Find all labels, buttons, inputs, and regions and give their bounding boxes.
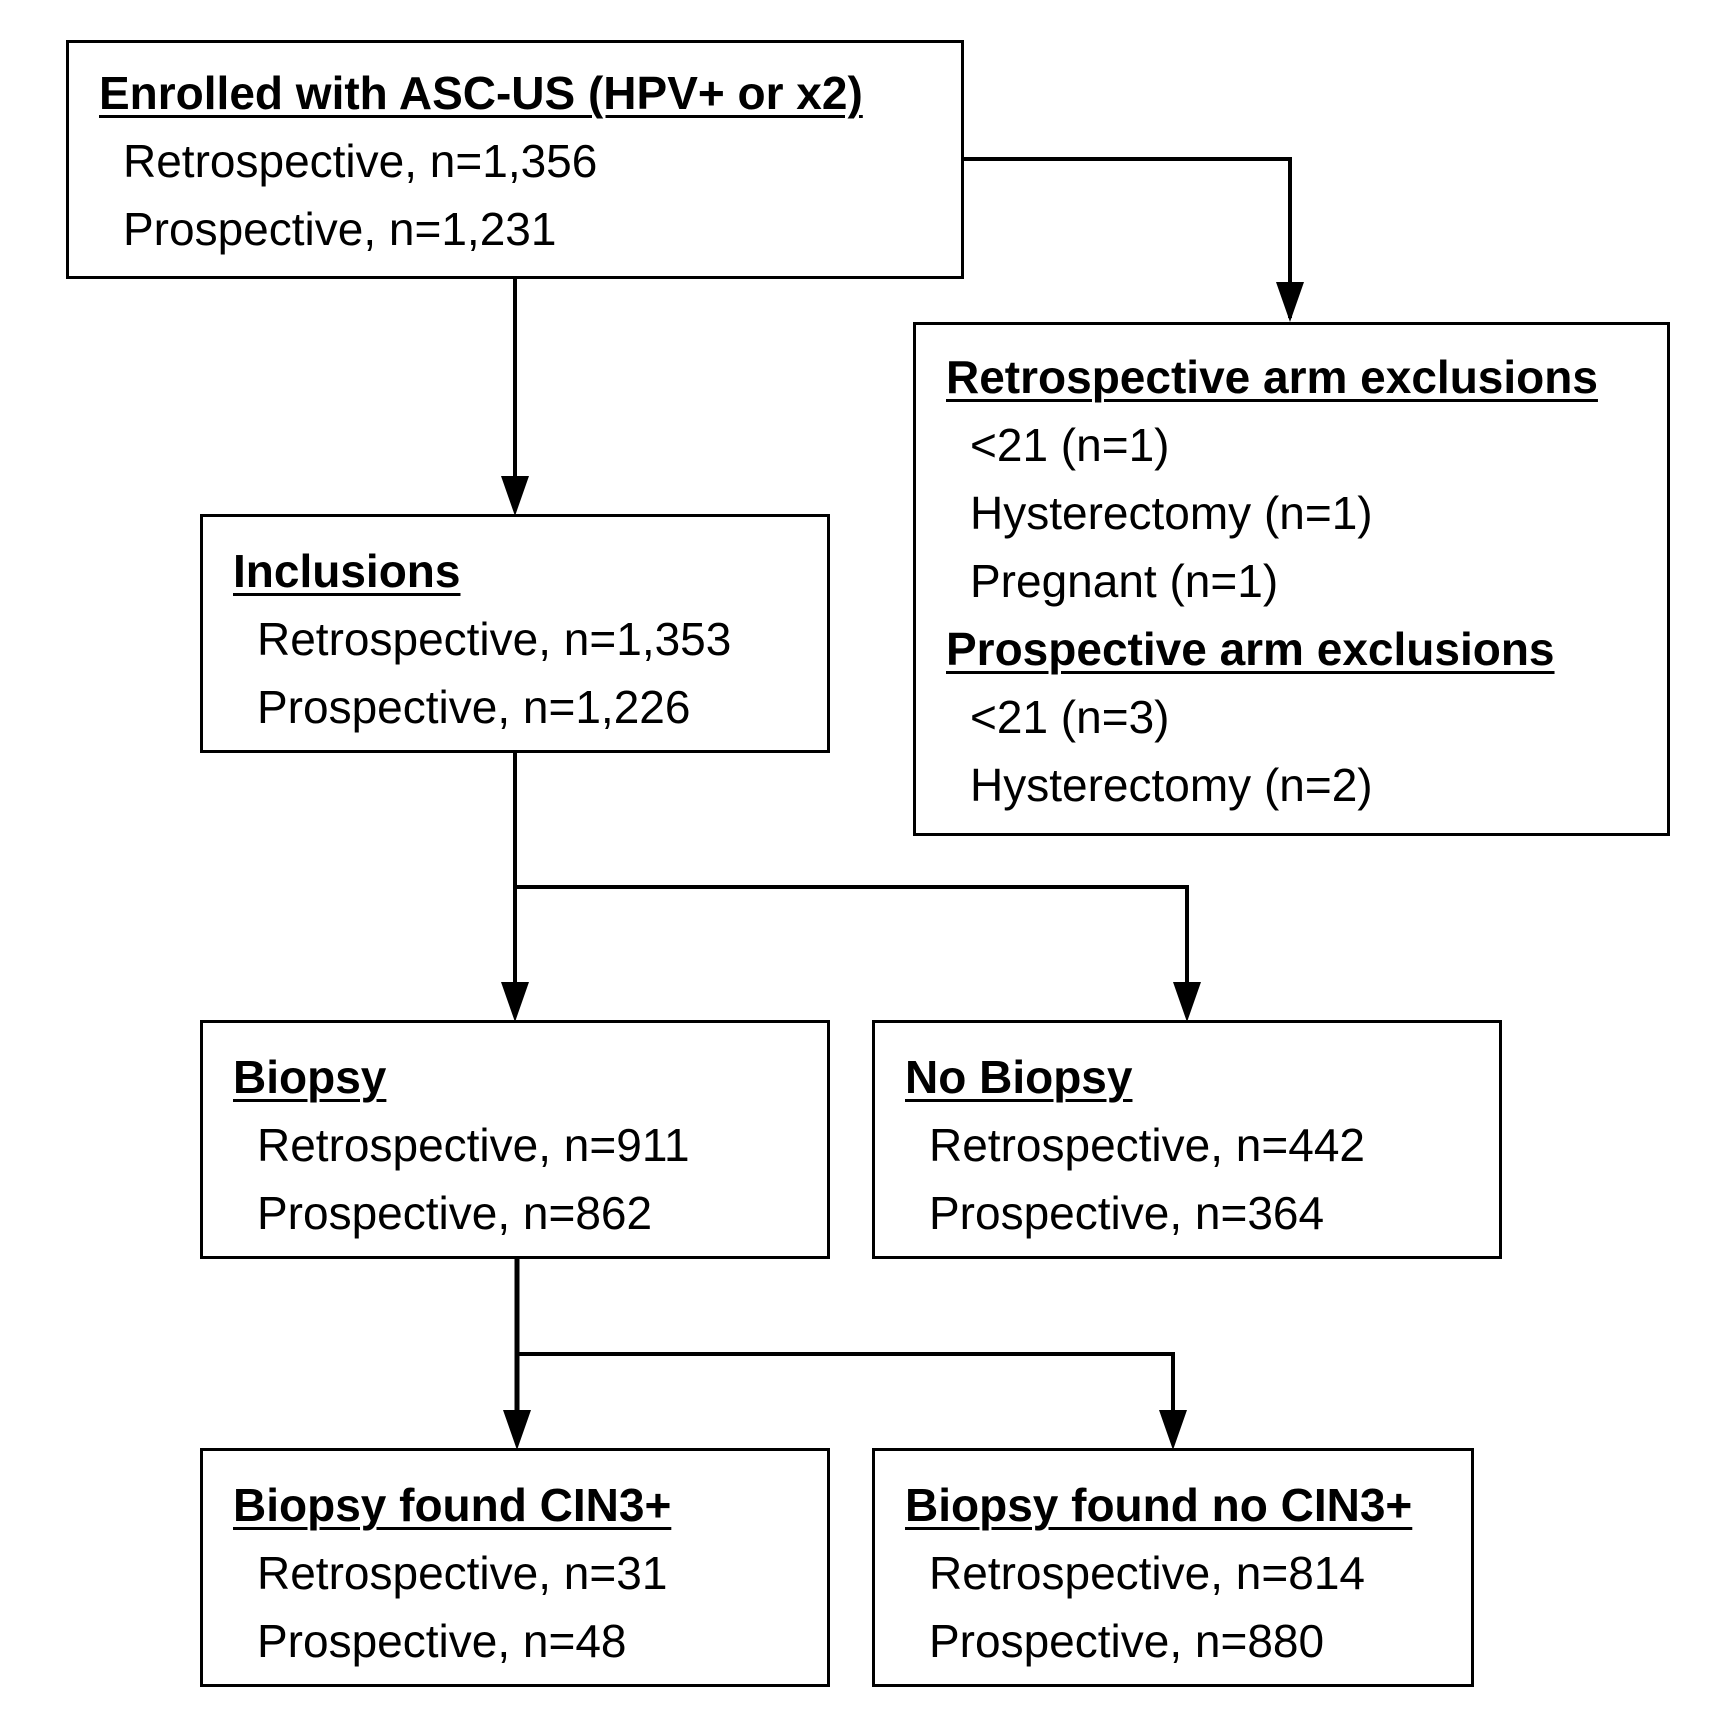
connector-to-cin3-not-found: [517, 1352, 1175, 1418]
cin3-found-box: Biopsy found CIN3+ Retrospective, n=31 P…: [200, 1448, 830, 1687]
enrolled-prospective: Prospective, n=1,231: [123, 203, 557, 255]
biopsy-title: Biopsy: [233, 1051, 387, 1103]
inclusions-prospective: Prospective, n=1,226: [257, 681, 691, 733]
arrowhead-cin3-not-found: [1159, 1410, 1187, 1450]
biopsy-prospective: Prospective, n=862: [257, 1187, 653, 1239]
exclusions-box: Retrospective arm exclusions <21 (n=1) H…: [913, 322, 1670, 836]
inclusions-box: Inclusions Retrospective, n=1,353 Prospe…: [200, 514, 830, 753]
connector-to-no-biopsy: [515, 885, 1189, 990]
inclusions-title: Inclusions: [233, 545, 461, 597]
arrowhead-exclusions: [1276, 282, 1304, 322]
enrolled-box: Enrolled with ASC-US (HPV+ or x2) Retros…: [66, 40, 964, 279]
cin3-not-found-box: Biopsy found no CIN3+ Retrospective, n=8…: [872, 1448, 1474, 1687]
pro-exclusion-under-21: <21 (n=3): [970, 691, 1170, 743]
retro-exclusion-hysterectomy: Hysterectomy (n=1): [970, 487, 1373, 539]
prospective-exclusions-title: Prospective arm exclusions: [946, 623, 1555, 675]
no-biopsy-prospective: Prospective, n=364: [929, 1187, 1325, 1239]
arrowhead-no-biopsy: [1173, 982, 1201, 1022]
retro-exclusion-pregnant: Pregnant (n=1): [970, 555, 1279, 607]
cin3-not-found-retrospective: Retrospective, n=814: [929, 1547, 1365, 1599]
no-biopsy-box: No Biopsy Retrospective, n=442 Prospecti…: [872, 1020, 1502, 1259]
cin3-found-prospective: Prospective, n=48: [257, 1615, 627, 1667]
arrowhead-cin3-found: [503, 1410, 531, 1450]
no-biopsy-title: No Biopsy: [905, 1051, 1133, 1103]
cin3-not-found-prospective: Prospective, n=880: [929, 1615, 1325, 1667]
no-biopsy-retrospective: Retrospective, n=442: [929, 1119, 1365, 1171]
cin3-not-found-title: Biopsy found no CIN3+: [905, 1479, 1413, 1531]
retro-exclusion-under-21: <21 (n=1): [970, 419, 1170, 471]
biopsy-retrospective: Retrospective, n=911: [257, 1119, 690, 1171]
cin3-found-retrospective: Retrospective, n=31: [257, 1547, 668, 1599]
inclusions-retrospective: Retrospective, n=1,353: [257, 613, 732, 665]
retrospective-exclusions-title: Retrospective arm exclusions: [946, 351, 1598, 403]
enrolled-retrospective: Retrospective, n=1,356: [123, 135, 598, 187]
cin3-found-title: Biopsy found CIN3+: [233, 1479, 672, 1531]
arrowhead-inclusions: [501, 476, 529, 516]
arrow-enrolled-to-exclusions: [963, 157, 1292, 318]
pro-exclusion-hysterectomy: Hysterectomy (n=2): [970, 759, 1373, 811]
enrolled-title: Enrolled with ASC-US (HPV+ or x2): [99, 67, 863, 119]
arrowhead-biopsy: [501, 982, 529, 1022]
biopsy-box: Biopsy Retrospective, n=911 Prospective,…: [200, 1020, 830, 1259]
